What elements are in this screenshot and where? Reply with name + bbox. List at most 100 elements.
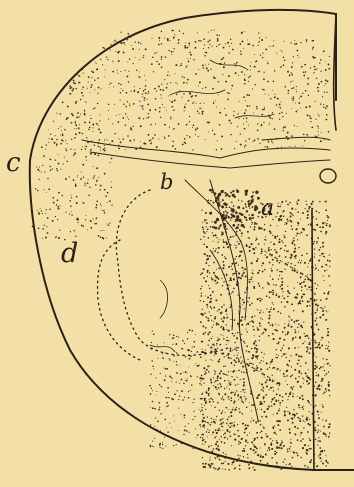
stipple-dot <box>201 434 202 435</box>
stipple-dot <box>98 128 100 130</box>
stipple-dot <box>159 384 160 385</box>
stipple-dot <box>255 191 258 194</box>
stipple-dot <box>292 457 294 459</box>
stipple-dot <box>298 355 300 357</box>
stipple-dot <box>259 340 260 341</box>
stipple-dot <box>267 376 269 378</box>
stipple-dot <box>322 419 323 420</box>
stipple-dot <box>288 90 290 92</box>
stipple-dot <box>42 165 43 166</box>
stipple-dot <box>261 403 263 405</box>
stipple-dot <box>309 206 311 208</box>
stipple-dot <box>207 436 208 437</box>
stipple-dot <box>319 316 321 318</box>
stipple-dot <box>202 65 204 67</box>
stipple-dot <box>244 396 245 397</box>
stipple-dot <box>238 435 240 437</box>
stipple-dot <box>279 275 280 276</box>
stipple-dot <box>78 128 79 129</box>
stipple-dot <box>49 138 50 139</box>
stipple-dot <box>314 241 315 242</box>
stipple-dot <box>284 86 286 88</box>
stipple-dot <box>245 427 247 429</box>
stipple-dot <box>261 39 263 41</box>
stipple-dot <box>288 315 289 316</box>
stipple-dot <box>218 393 220 395</box>
stipple-dot <box>250 70 251 71</box>
stipple-dot <box>289 393 291 395</box>
stipple-dot <box>214 221 217 224</box>
stipple-dot <box>326 105 328 107</box>
stipple-dot <box>296 91 297 92</box>
stipple-dot <box>171 54 172 55</box>
stipple-dot <box>250 226 251 227</box>
stipple-dot <box>217 252 219 254</box>
stipple-dot <box>144 89 146 91</box>
stipple-dot <box>184 397 185 398</box>
stipple-dot <box>43 155 45 157</box>
stipple-dot <box>226 244 228 246</box>
stipple-dot <box>329 254 330 255</box>
stipple-dot <box>319 226 321 228</box>
stipple-dot <box>204 378 205 379</box>
stipple-dot <box>238 113 239 114</box>
stipple-dot <box>276 447 278 449</box>
stipple-dot <box>308 382 310 384</box>
stipple-dot <box>259 312 261 314</box>
stipple-dot <box>216 416 217 417</box>
stipple-dot <box>310 121 311 122</box>
stipple-dot <box>275 349 276 350</box>
stipple-dot <box>118 138 119 139</box>
stipple-dot <box>287 296 289 298</box>
stipple-dot <box>50 169 51 170</box>
stipple-dot <box>252 206 254 208</box>
stipple-dot <box>168 397 169 398</box>
stipple-dot <box>160 413 161 414</box>
stipple-dot <box>290 81 291 82</box>
stipple-dot <box>217 323 219 325</box>
stipple-dot <box>322 245 324 247</box>
stipple-dot <box>77 219 79 221</box>
stipple-dot <box>281 288 283 290</box>
stipple-dot <box>294 329 295 330</box>
stipple-dot <box>234 244 235 245</box>
stipple-dot <box>296 320 298 322</box>
stipple-dot <box>279 271 280 272</box>
stipple-dot <box>272 324 274 326</box>
stipple-dot <box>279 255 280 256</box>
stipple-dot <box>226 344 227 345</box>
stipple-dot <box>123 104 124 105</box>
stipple-dot <box>263 122 264 123</box>
stipple-dot <box>277 98 279 100</box>
stipple-dot <box>158 44 160 46</box>
stipple-dot <box>210 397 212 399</box>
stipple-dot <box>224 365 225 366</box>
stipple-dot <box>222 468 223 469</box>
stipple-dot <box>296 235 297 236</box>
stipple-dot <box>93 219 94 220</box>
stipple-dot <box>301 287 302 288</box>
stipple-dot <box>223 241 225 243</box>
stipple-dot <box>108 110 109 111</box>
stipple-dot <box>139 101 140 102</box>
stipple-dot <box>123 42 125 44</box>
stipple-dot <box>288 347 290 349</box>
stipple-dot <box>222 254 223 255</box>
stipple-dot <box>238 358 240 360</box>
stipple-dot <box>108 104 109 105</box>
stipple-dot <box>244 146 245 147</box>
stipple-dot <box>310 289 311 290</box>
stipple-dot <box>125 149 126 150</box>
stipple-dot <box>189 52 191 54</box>
stipple-dot <box>213 235 215 237</box>
stipple-dot <box>246 207 247 208</box>
stipple-dot <box>309 379 311 381</box>
stipple-dot <box>220 224 222 226</box>
stipple-dot <box>226 314 227 315</box>
stipple-dot <box>295 354 297 356</box>
stipple-dot <box>195 95 197 97</box>
stipple-dot <box>158 85 160 87</box>
stipple-dot <box>289 146 290 147</box>
stipple-dot <box>244 292 246 294</box>
stipple-dot <box>325 455 326 456</box>
